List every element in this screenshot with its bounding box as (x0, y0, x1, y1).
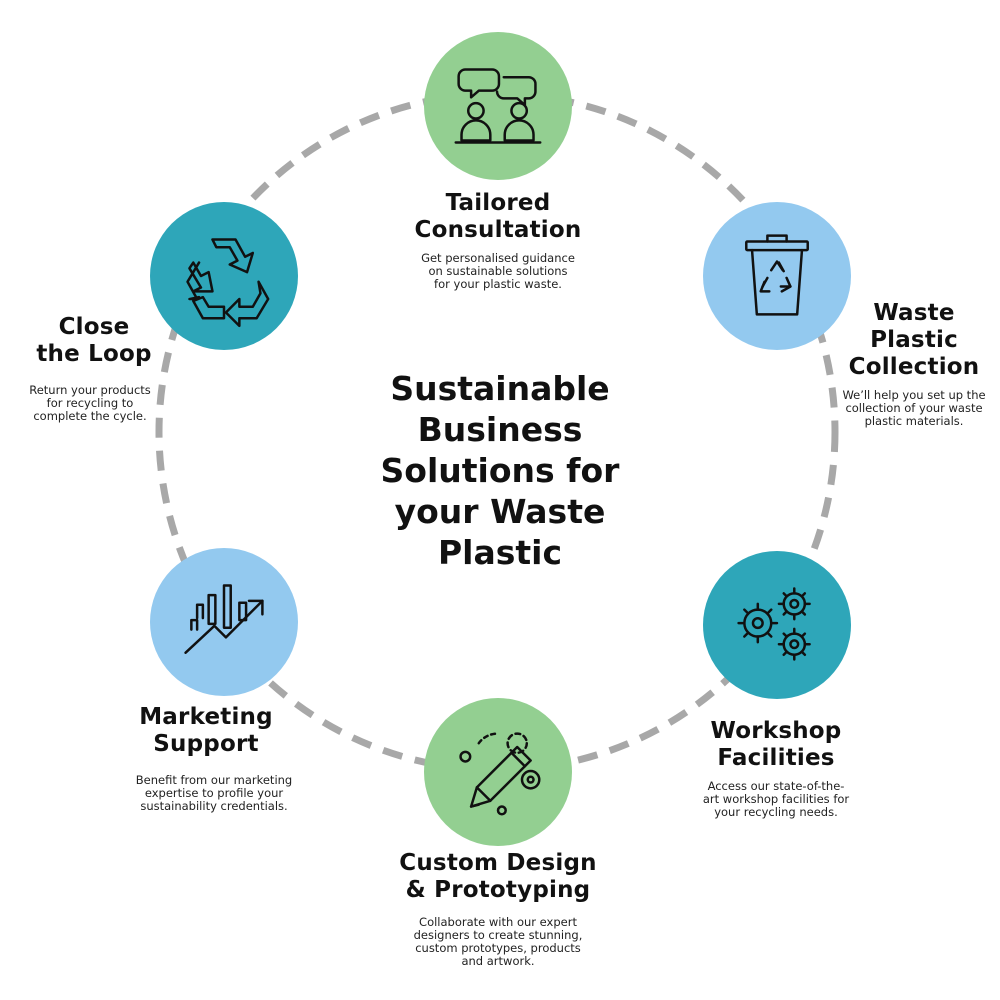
consultation-description: Get personalised guidance on sustainable… (421, 251, 575, 291)
marketing-description: Benefit from our marketing expertise to … (135, 773, 293, 813)
collection-title: Waste Plastic Collection (848, 300, 980, 380)
consultation-title: Tailored Consultation (414, 190, 582, 243)
workshop-node (703, 551, 851, 699)
design-pencil-icon (459, 732, 541, 816)
consultation-icon (454, 68, 542, 144)
recycle-icon (186, 238, 270, 328)
design-node (424, 698, 572, 846)
close-loop-description: Return your products for recycling to co… (29, 383, 151, 423)
marketing-title: Marketing Support (139, 704, 273, 757)
consultation-node (424, 32, 572, 180)
collection-node (703, 202, 851, 350)
design-title: Custom Design & Prototyping (399, 850, 597, 903)
gears-icon (737, 587, 811, 661)
diagram-title: Sustainable Business Solutions for your … (380, 369, 620, 572)
workshop-title: Workshop Facilities (710, 718, 842, 771)
workshop-description: Access our state-of-the- art workshop fa… (702, 779, 850, 819)
close-loop-node (150, 202, 298, 350)
close-loop-title: Close the Loop (36, 314, 152, 367)
recycle-bin-icon (745, 234, 809, 316)
growth-chart-icon (184, 584, 264, 654)
collection-description: We’ll help you set up the collection of … (842, 388, 986, 428)
design-description: Collaborate with our expert designers to… (413, 915, 583, 968)
marketing-node (150, 548, 298, 696)
